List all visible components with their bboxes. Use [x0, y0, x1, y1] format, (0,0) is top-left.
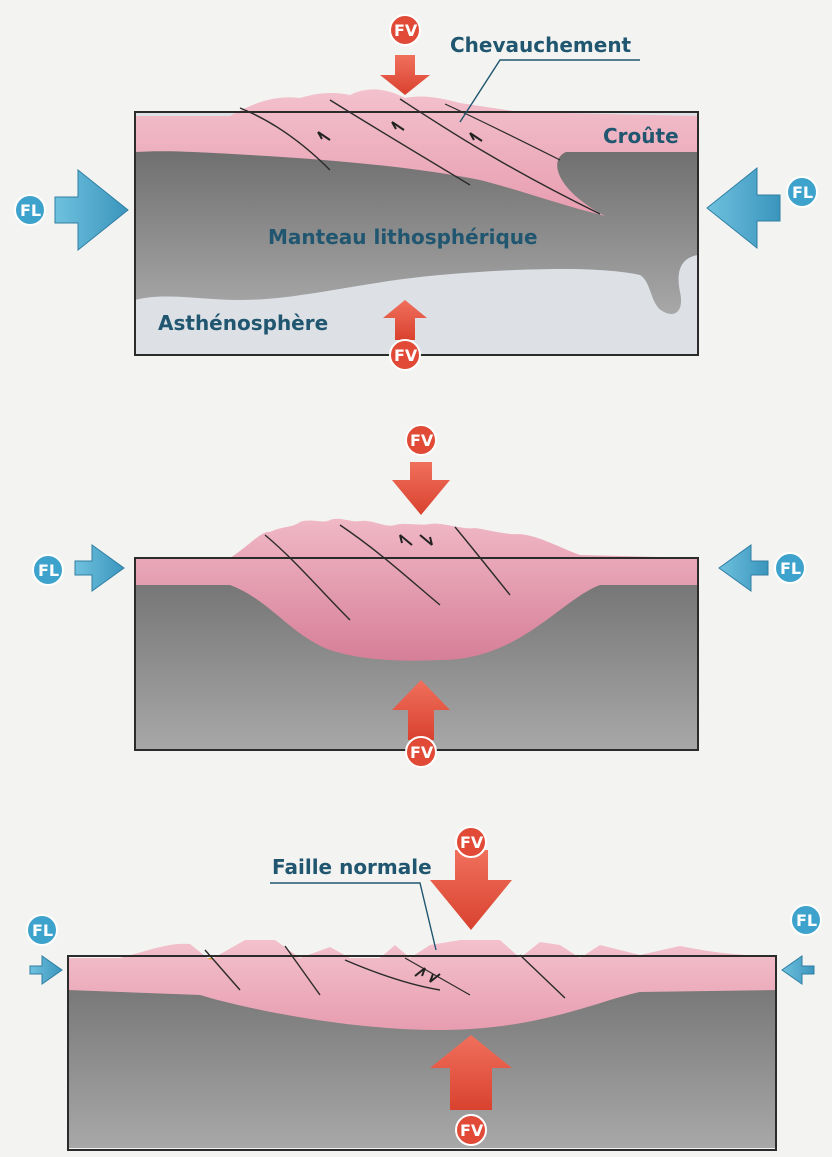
lateral-force-badge-left: FL	[33, 555, 63, 585]
fault-leader-line	[270, 883, 436, 950]
svg-text:FV: FV	[410, 431, 434, 450]
lateral-force-arrow-right-icon	[707, 168, 780, 248]
lateral-force-arrow-left-icon	[30, 956, 62, 984]
svg-text:FV: FV	[394, 21, 418, 40]
vertical-force-arrow-down-icon	[380, 55, 430, 95]
asthenosphere-label: Asthénosphère	[158, 311, 328, 335]
svg-text:FL: FL	[20, 201, 41, 220]
lateral-force-arrow-right-icon	[782, 956, 814, 984]
lateral-force-arrow-left-icon	[55, 170, 128, 250]
svg-text:FV: FV	[460, 1121, 484, 1140]
vertical-force-badge-top: FV	[390, 15, 420, 45]
crust-label: Croûte	[603, 124, 679, 148]
fault-label: Faille normale	[272, 855, 432, 879]
vertical-force-badge-top: FV	[406, 425, 436, 455]
svg-text:FL: FL	[32, 921, 53, 940]
svg-text:FL: FL	[796, 911, 817, 930]
svg-text:FL: FL	[38, 561, 59, 580]
lateral-force-badge-right: FL	[791, 905, 821, 935]
vertical-force-arrow-down-icon	[392, 462, 450, 515]
vertical-force-badge-bottom: FV	[390, 340, 420, 370]
thrust-label: Chevauchement	[450, 33, 632, 57]
svg-text:FL: FL	[780, 559, 801, 578]
lateral-force-badge-left: FL	[27, 915, 57, 945]
vertical-force-badge-top: FV	[456, 827, 486, 857]
lateral-force-badge-right: FL	[787, 177, 817, 207]
lateral-force-arrow-right-icon	[719, 545, 768, 591]
panel-1: Chevauchement Croûte Manteau lithosphéri…	[15, 15, 817, 370]
svg-text:FV: FV	[394, 346, 418, 365]
svg-text:FV: FV	[460, 833, 484, 852]
vertical-force-badge-bottom: FV	[406, 737, 436, 767]
panel-3: Faille normale FL FL FV FV	[27, 827, 821, 1150]
panel-2: FL FL FV FV	[33, 425, 805, 767]
lateral-force-badge-left: FL	[15, 195, 45, 225]
vertical-force-arrow-down-icon	[430, 850, 512, 930]
mantle-label: Manteau lithosphérique	[268, 225, 538, 249]
svg-text:FL: FL	[792, 183, 813, 202]
vertical-force-badge-bottom: FV	[456, 1115, 486, 1145]
lateral-force-arrow-left-icon	[75, 545, 124, 591]
lateral-force-badge-right: FL	[775, 553, 805, 583]
svg-text:FV: FV	[410, 743, 434, 762]
